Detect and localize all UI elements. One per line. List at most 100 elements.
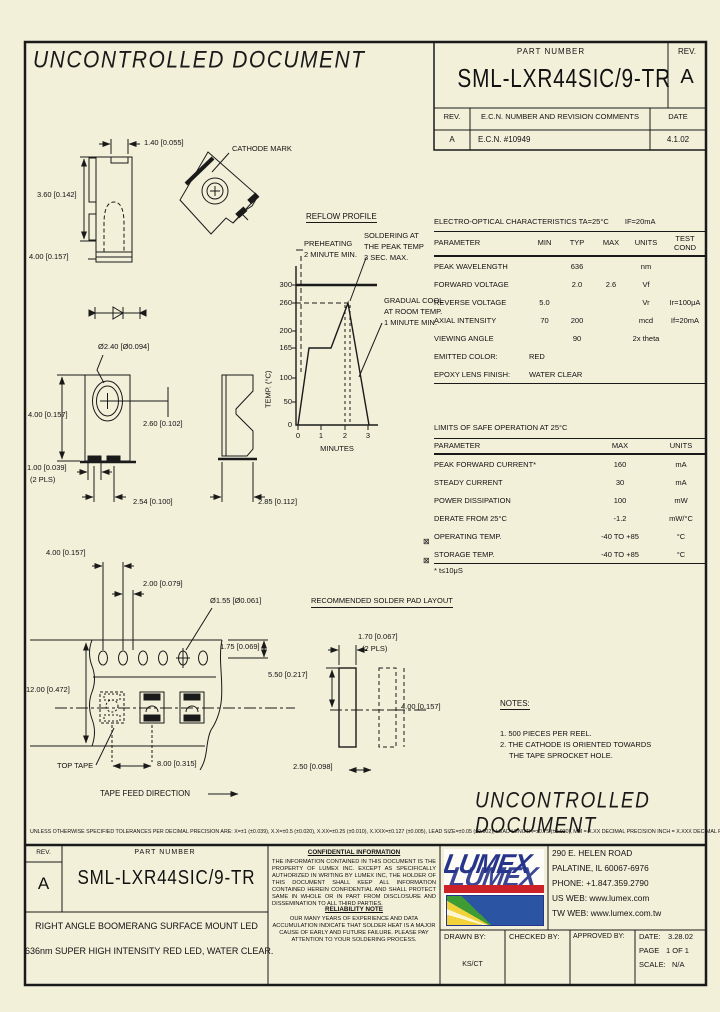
part-number-value: SML-LXR44SIC/9-TR (457, 63, 671, 93)
front-lens-view (57, 354, 169, 502)
eo-row: FORWARD VOLTAGE 2.0 2.6 Vf (434, 275, 706, 293)
eo-typ: 636 (570, 261, 584, 271)
rev-label: REV. (678, 47, 696, 56)
safe-param: STORAGE TEMP. (434, 549, 495, 559)
eo-row: AXIAL INTENSITY 70 200 mcd If=20mA (434, 311, 706, 329)
solder-pad-title: RECOMMENDED SOLDER PAD LAYOUT (311, 596, 453, 608)
eo-min: WATER CLEAR (529, 369, 583, 379)
tolerance-note: UNLESS OTHERWISE SPECIFIED TOLERANCES PE… (30, 829, 720, 835)
eo-row: VIEWING ANGLE 90 2x theta (434, 329, 706, 347)
address-tw-web: TW WEB: www.lumex.com.tw (552, 908, 662, 918)
eo-row: EMITTED COLOR: RED (434, 347, 706, 365)
scale-value: N/A (672, 960, 685, 969)
dim-lens-diameter: Ø2.40 [Ø0.094] (98, 342, 150, 351)
eo-title: ELECTRO-OPTICAL CHARACTERISTICS TA=25°C (434, 217, 609, 226)
safe-units: °C (676, 549, 686, 559)
address-line-2: PALATINE, IL 60067-6976 (552, 863, 649, 873)
eo-h-min: MIN (529, 231, 560, 257)
dim-upper-height: 3.60 [0.142] (37, 190, 77, 199)
eo-typ: 2.0 (571, 279, 583, 289)
annotation-solder-2: THE PEAK TEMP (364, 242, 424, 251)
part-number-label: PART NUMBER (516, 47, 586, 56)
drawn-by-label: DRAWN BY: (444, 932, 486, 941)
ecn-col-comments: E.C.N. NUMBER AND REVISION COMMENTS (481, 112, 639, 121)
safe-param: PEAK FORWARD CURRENT* (434, 459, 537, 469)
dim-hole-edge: 1.75 [0.069] (220, 642, 260, 651)
dim-hole-to-center: 5.50 [0.217] (268, 670, 308, 679)
eo-test (664, 329, 706, 347)
safe-row: STORAGE TEMP. -40 TO +85 °C (434, 545, 706, 564)
eo-h-units: UNITS (628, 231, 664, 257)
solder-pad-layout (326, 645, 428, 748)
eo-param: VIEWING ANGLE (434, 333, 494, 343)
safe-table: PARAMETER MAX UNITS PEAK FORWARD CURRENT… (434, 437, 706, 564)
safe-row: DERATE FROM 25°C -1.2 mW/°C (434, 509, 706, 527)
tb-description-2: 636nm SUPER HIGH INTENSITY RED LED, WATE… (25, 946, 274, 956)
y-tick-165: 165 (279, 343, 292, 352)
eo-row: PEAK WAVELENGTH 636 nm (434, 256, 706, 275)
annotation-solder-1: SOLDERING AT (364, 231, 419, 240)
dim-hole-offset: 2.00 [0.079] (143, 579, 183, 588)
safe-max: -1.2 (613, 513, 627, 523)
checkbox-operating-temp: ⊠ (423, 537, 430, 546)
eo-min (529, 256, 560, 275)
date-value: 3.28.02 (668, 932, 694, 941)
lumex-logo: LUMEX LUMEX (444, 849, 544, 926)
safe-param: STEADY CURRENT (434, 477, 503, 487)
eo-units: Vf (642, 279, 650, 289)
eo-param: AXIAL INTENSITY (434, 315, 497, 325)
dim-front-height: 4.00 [0.157] (28, 410, 68, 419)
safe-units: mA (675, 477, 687, 487)
eo-max (594, 329, 628, 347)
x-axis-label: MINUTES (320, 444, 354, 453)
eo-min (529, 275, 560, 293)
lumex-logo-rainbow (446, 895, 544, 926)
note-1: 1. 500 PIECES PER REEL. (500, 729, 592, 738)
eo-units: Vr (642, 297, 650, 307)
dim-tape-width: 12.00 [0.472] (26, 685, 70, 694)
safe-row: OPERATING TEMP. -40 TO +85 °C (434, 527, 706, 545)
dim-pad-width-qty: (2 PLS) (30, 475, 56, 484)
dim-lens-offset: 2.60 [0.102] (143, 419, 183, 428)
safe-title: LIMITS OF SAFE OPERATION AT 25°C (434, 423, 568, 432)
safe-h-units: UNITS (656, 438, 706, 455)
safe-units: mA (675, 459, 687, 469)
eo-test: Ir=100μA (669, 297, 701, 307)
safe-row: STEADY CURRENT 30 mA (434, 473, 706, 491)
safe-max: 30 (615, 477, 625, 487)
eo-h-typ: TYP (560, 231, 594, 257)
safe-param: OPERATING TEMP. (434, 531, 502, 541)
dim-part-pitch: 8.00 [0.315] (157, 759, 197, 768)
safe-max: 100 (613, 495, 627, 505)
eo-typ (560, 293, 594, 311)
y-tick-300: 300 (279, 280, 292, 289)
ecn-col-rev: REV. (443, 112, 461, 121)
x-tick-0: 0 (295, 431, 301, 440)
uncontrolled-watermark-bottom: UNCONTROLLED DOCUMENT (475, 789, 651, 839)
eo-min: 5.0 (539, 297, 550, 307)
note-2-line1: 2. THE CATHODE IS ORIENTED TOWARDS (500, 740, 652, 749)
safe-units: °C (676, 531, 686, 541)
safe-operation-section: LIMITS OF SAFE OPERATION AT 25°C PARAMET… (434, 423, 706, 575)
address-line-1: 290 E. HELEN ROAD (552, 848, 633, 858)
y-axis-label: TEMP. (°C) (263, 370, 273, 409)
eo-max (594, 256, 628, 275)
safe-max: 160 (613, 459, 627, 469)
dim-pad-width-layout-qty: (2 PLS) (362, 644, 388, 653)
eo-min: RED (529, 351, 545, 361)
electro-optical-section: ELECTRO-OPTICAL CHARACTERISTICS TA=25°C … (434, 217, 706, 384)
annotation-preheat-1: PREHEATING (304, 239, 353, 248)
rev-value: A (680, 66, 694, 88)
confidential-title: CONFIDENTIAL INFORMATION (307, 849, 401, 856)
safe-row: POWER DISSIPATION 100 mW (434, 491, 706, 509)
safe-h-param: PARAMETER (434, 438, 584, 455)
dim-pad-pitch: 2.54 [0.100] (133, 497, 173, 506)
tb-rev-value: A (37, 874, 50, 893)
dim-hole-pitch: 4.00 [0.157] (46, 548, 86, 557)
y-tick-50: 50 (283, 397, 292, 406)
dim-pad-bottom: 2.50 [0.098] (293, 762, 333, 771)
side-view (210, 374, 265, 502)
eo-typ: 200 (570, 315, 584, 325)
eo-condition: IF=20mA (624, 217, 656, 226)
annotation-solder-3: 3 SEC. MAX. (364, 253, 409, 262)
